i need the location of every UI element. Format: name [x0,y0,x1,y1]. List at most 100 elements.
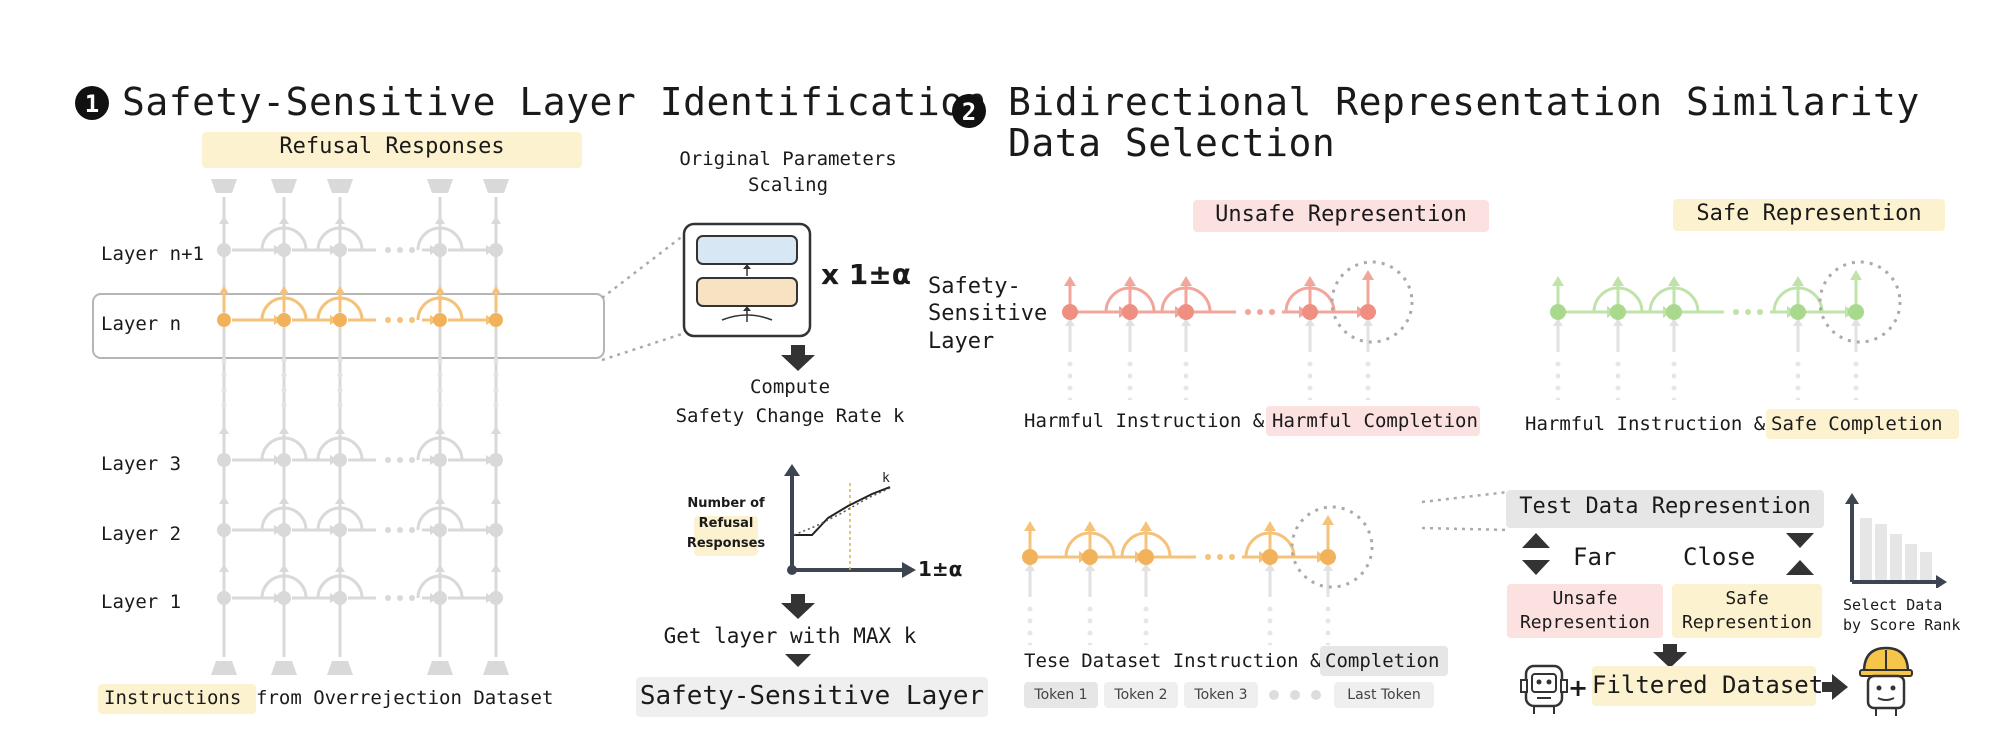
lower-dot [1615,397,1621,400]
lower-dot [1555,361,1561,367]
transformer-network-diagram [211,179,509,675]
attention-arc [1592,286,1644,313]
token-node [277,313,291,327]
sensitive-layer-line3: Layer [928,329,995,354]
gap-dot [337,357,343,363]
up-arrowhead [435,564,445,572]
section-2-title-line2: Data Selection [1008,121,1336,165]
lower-dot [1615,361,1621,367]
right-arrow-icon [1822,674,1848,700]
chart-curve [794,486,891,536]
lower-dot [1671,385,1677,391]
lower-dot [1027,618,1033,624]
lower-dot [1307,361,1313,367]
token-node [433,523,447,537]
token-node [277,591,291,605]
token-node [277,453,291,467]
plus-sign: + [1568,674,1589,702]
row-ellipsis-dot [1205,554,1211,560]
far-label: Far [1573,543,1617,571]
token-ellipsis [1269,690,1321,700]
attention-arc [1120,531,1172,558]
lower-dot [1127,385,1133,391]
filtered-dataset-label: Filtered Dataset [1592,671,1824,699]
layer-label-1: Layer 1 [101,591,182,613]
token-node [333,523,347,537]
lower-dot [1615,373,1621,379]
compute-line1: Compute [749,376,831,398]
token-node [1138,549,1154,565]
lower-dot [1555,385,1561,391]
harmful-prefix: Harmful Instruction & [1024,410,1265,432]
row-ellipsis-dot [397,317,403,323]
lower-dot [1795,397,1801,400]
up-arrowhead [1322,515,1334,525]
lower-arrowhead [1305,318,1315,326]
gap-dot [493,357,499,363]
down-arrow-icon-1 [781,345,815,371]
token-node [333,591,347,605]
attention-arc [1104,286,1156,313]
gap-dot [281,372,287,378]
lower-dot [1067,397,1073,400]
up-arrowhead [219,426,229,434]
token-node [489,591,503,605]
parameter-block-icon [682,222,812,338]
row-ellipsis-dot [409,595,415,601]
up-arrowhead [1850,270,1862,280]
chart-ylabel-line2: Refusal [698,516,754,531]
top-output-block [327,179,353,193]
chart-ylabel-line3: Responses [686,536,766,551]
gap-dot [337,372,343,378]
top-output-block [271,179,297,193]
token-node [433,591,447,605]
attention-arc [1160,286,1212,313]
lower-arrowhead [1669,318,1679,326]
layer-label-n: Layer n [101,313,182,335]
unsafe-representation-chain [1062,260,1414,400]
lower-arrowhead [1553,318,1563,326]
row-ellipsis-dot [385,317,391,323]
last-token-focus-circle [1818,260,1902,344]
attention-arc [1064,531,1116,558]
safe-rep-banner [1673,199,1945,231]
last-token-focus-circle [1290,505,1374,589]
lower-dot [1615,385,1621,391]
lower-dot [1325,630,1331,636]
gap-dot [281,357,287,363]
gap-dot [437,387,443,393]
lower-dot [1143,630,1149,636]
top-output-block [427,179,453,193]
token-node [1122,304,1138,320]
lower-dot [1027,630,1033,636]
lower-dot [1307,385,1313,391]
chart-curve-dotted [793,487,891,536]
layer-n-highlight-box [92,293,605,359]
token-node [217,313,231,327]
token-node [1610,304,1626,320]
lower-dot [1307,397,1313,400]
lower-dot [1127,373,1133,379]
lower-dot [1087,618,1093,624]
row-ellipsis-dot [1229,554,1235,560]
row-ellipsis-dot [409,457,415,463]
token-node [333,453,347,467]
token-node [1666,304,1682,320]
row-ellipsis-dot [385,595,391,601]
lower-dot [1067,361,1073,367]
section-2-title-line1: Bidirectional Representation Similarity [1008,80,1920,124]
lower-dot [1127,397,1133,400]
layer-label-n-plus-1: Layer n+1 [101,243,204,265]
gap-dot [437,372,443,378]
up-arrowhead [491,496,501,504]
lower-arrowhead [1141,563,1151,571]
test-zoom-connector [1421,490,1509,532]
gap-dot [221,372,227,378]
gap-dot [281,402,287,408]
lower-arrowhead [1265,563,1275,571]
safe-completion: Safe Completion [1771,413,1943,435]
up-arrowhead [435,496,445,504]
test-completion-bg [1320,646,1448,676]
up-arrowhead [1552,276,1564,286]
